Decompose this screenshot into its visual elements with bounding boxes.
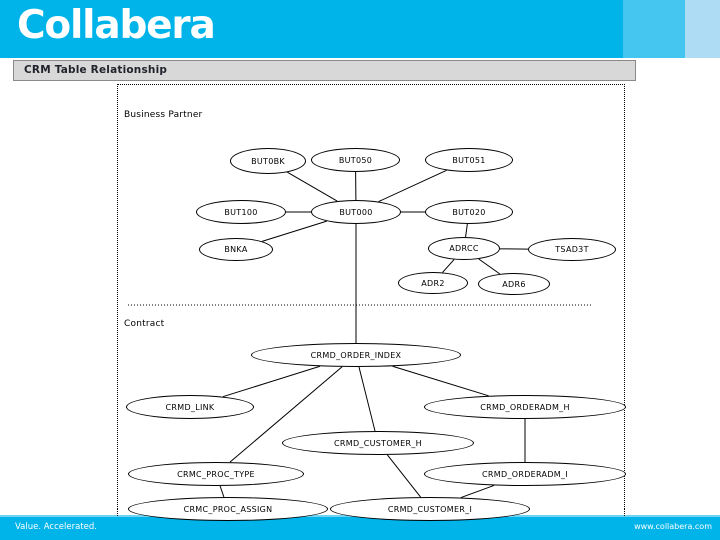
entity-node-but000[interactable]: BUT000 bbox=[311, 200, 401, 224]
entity-node-label: BUT051 bbox=[452, 155, 486, 165]
page-title: CRM Table Relationship bbox=[24, 64, 168, 76]
entity-node-bnka[interactable]: BNKA bbox=[199, 238, 273, 261]
entity-node-adr6[interactable]: ADR6 bbox=[478, 273, 550, 295]
section-label-business-partner: Business Partner bbox=[124, 110, 203, 120]
entity-node-label: CRMD_LINK bbox=[165, 402, 215, 412]
entity-node-crmd-orderadm-i[interactable]: CRMD_ORDERADM_I bbox=[424, 462, 626, 486]
entity-node-crmd-customer-i[interactable]: CRMD_CUSTOMER_I bbox=[330, 497, 530, 521]
entity-node-label: CRMC_PROC_ASSIGN bbox=[183, 504, 273, 514]
entity-node-crmd-customer-h[interactable]: CRMD_CUSTOMER_H bbox=[282, 431, 474, 455]
footer-banner: Value. Accelerated. www.collabera.com bbox=[0, 517, 720, 540]
entity-node-adrcc[interactable]: ADRCC bbox=[428, 237, 500, 260]
header-band-primary bbox=[0, 0, 623, 58]
entity-node-label: ADR6 bbox=[502, 279, 526, 289]
entity-node-label: CRMD_ORDER_INDEX bbox=[310, 350, 402, 360]
entity-node-label: BNKA bbox=[224, 245, 248, 254]
entity-node-crmd-orderadm-h[interactable]: CRMD_ORDERADM_H bbox=[424, 395, 626, 419]
entity-node-label: BUT020 bbox=[452, 207, 486, 217]
header-band-secondary bbox=[623, 0, 685, 58]
entity-node-label: CRMD_CUSTOMER_I bbox=[387, 504, 473, 514]
entity-node-label: BUT000 bbox=[339, 207, 373, 217]
collabera-logo: Collabera bbox=[17, 3, 216, 48]
entity-node-label: CRMC_PROC_TYPE bbox=[177, 469, 255, 479]
entity-node-crmc-proc-assign[interactable]: CRMC_PROC_ASSIGN bbox=[128, 497, 328, 521]
footer-tagline: Value. Accelerated. bbox=[15, 522, 97, 532]
entity-node-label: ADR2 bbox=[421, 278, 445, 288]
entity-node-crmd-link[interactable]: CRMD_LINK bbox=[126, 395, 254, 419]
entity-node-label: CRMD_CUSTOMER_H bbox=[334, 438, 422, 448]
footer-url[interactable]: www.collabera.com bbox=[634, 522, 712, 531]
header-banner: Collabera bbox=[0, 0, 720, 58]
entity-node-label: ADRCC bbox=[449, 244, 479, 253]
header-band-tertiary bbox=[685, 0, 720, 58]
entity-node-tsad3t[interactable]: TSAD3T bbox=[528, 238, 616, 261]
entity-node-crmd-order-index[interactable]: CRMD_ORDER_INDEX bbox=[251, 343, 461, 367]
section-label-contract: Contract bbox=[124, 319, 165, 329]
content-frame bbox=[117, 84, 625, 509]
entity-node-but050[interactable]: BUT050 bbox=[311, 148, 400, 172]
entity-node-but020[interactable]: BUT020 bbox=[425, 200, 513, 224]
entity-node-adr2[interactable]: ADR2 bbox=[398, 272, 468, 294]
slide-title-bar: CRM Table Relationship bbox=[13, 60, 636, 81]
entity-node-but100[interactable]: BUT100 bbox=[196, 200, 286, 224]
entity-node-label: CRMD_ORDERADM_I bbox=[482, 469, 568, 479]
entity-node-crmc-proc-type[interactable]: CRMC_PROC_TYPE bbox=[128, 462, 304, 486]
entity-node-label: BUT050 bbox=[338, 155, 373, 165]
entity-node-label: CRMD_ORDERADM_H bbox=[480, 402, 570, 412]
entity-node-label: TSAD3T bbox=[555, 245, 589, 254]
entity-node-label: BUT100 bbox=[224, 207, 258, 217]
entity-node-but0bk[interactable]: BUT0BK bbox=[230, 148, 306, 174]
entity-node-but051[interactable]: BUT051 bbox=[425, 148, 513, 172]
entity-node-label: BUT0BK bbox=[251, 156, 285, 166]
